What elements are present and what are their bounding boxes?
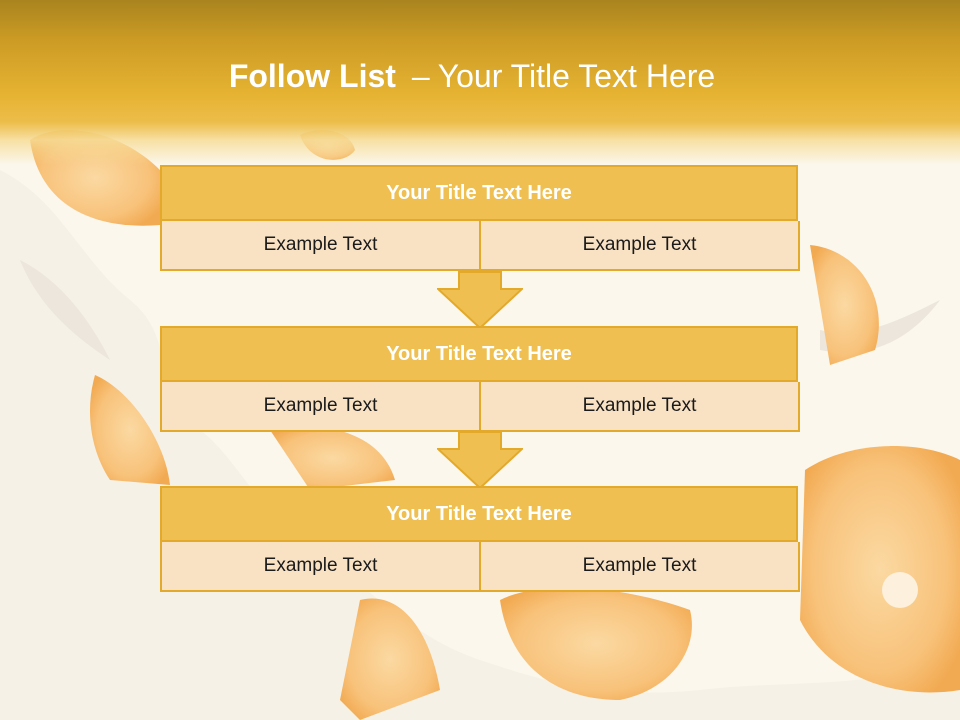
title-bold: Follow List bbox=[228, 58, 396, 94]
block-title: Your Title Text Here bbox=[160, 486, 798, 542]
block-left-cell: Example Text bbox=[160, 542, 481, 592]
down-arrow-icon bbox=[437, 431, 523, 489]
page-title: Follow List–Your Title Text Here bbox=[0, 56, 944, 96]
orange-slice bbox=[90, 375, 170, 485]
orange-slice bbox=[810, 245, 879, 365]
list-block-1: Your Title Text Here Example Text Exampl… bbox=[160, 165, 800, 271]
header-bar bbox=[0, 0, 960, 165]
list-block-2: Your Title Text Here Example Text Exampl… bbox=[160, 326, 800, 432]
title-separator: – bbox=[411, 58, 430, 94]
block-title: Your Title Text Here bbox=[160, 165, 798, 221]
block-right-cell: Example Text bbox=[479, 221, 800, 271]
orange-slice bbox=[800, 446, 960, 693]
orange-slice bbox=[340, 598, 440, 720]
down-arrow-icon bbox=[437, 271, 523, 329]
list-block-3: Your Title Text Here Example Text Exampl… bbox=[160, 486, 800, 592]
orange-slice bbox=[500, 587, 692, 700]
block-left-cell: Example Text bbox=[160, 382, 481, 432]
block-right-cell: Example Text bbox=[479, 382, 800, 432]
block-title: Your Title Text Here bbox=[160, 326, 798, 382]
orange-slice bbox=[270, 426, 395, 490]
block-right-cell: Example Text bbox=[479, 542, 800, 592]
title-rest: Your Title Text Here bbox=[437, 58, 716, 94]
block-left-cell: Example Text bbox=[160, 221, 481, 271]
orange-segment-center bbox=[882, 572, 918, 608]
